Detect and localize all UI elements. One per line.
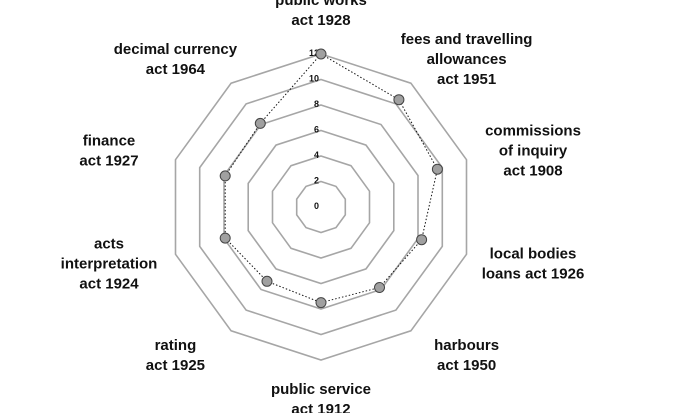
- grid-ring: [295, 180, 347, 234]
- category-label-line: allowances: [427, 51, 507, 68]
- data-point: [219, 170, 231, 182]
- category-label-line: loans act 1926: [482, 266, 585, 283]
- category-label-line: act 1925: [146, 357, 205, 374]
- category-label: decimal currency act 1964: [114, 41, 238, 78]
- data-point: [374, 282, 385, 293]
- data-point: [315, 48, 327, 60]
- category-label: commissions of inquiry act 1908: [485, 122, 581, 179]
- category-label-line: acts: [94, 236, 124, 253]
- category-label-line: commissions: [485, 122, 581, 139]
- radial-tick-label: 10: [309, 74, 319, 84]
- category-label: finance act 1927: [79, 132, 138, 169]
- data-point: [261, 275, 273, 287]
- data-series: [219, 48, 443, 309]
- radial-tick-label: 12: [309, 48, 319, 58]
- category-label: public works act 1928: [275, 0, 367, 29]
- category-label-line: act 1964: [146, 61, 206, 78]
- radial-tick-label: 4: [314, 150, 319, 160]
- category-label-line: act 1924: [79, 276, 139, 293]
- category-label: fees and travelling allowances act 1951: [401, 31, 533, 88]
- category-label-line: act 1927: [79, 152, 138, 169]
- category-label-line: local bodies: [490, 246, 577, 263]
- radial-tick-label: 2: [314, 176, 319, 186]
- category-label-line: harbours: [434, 337, 499, 354]
- category-label-line: act 1912: [291, 401, 350, 413]
- category-label-line: rating: [155, 337, 197, 354]
- category-labels: public works act 1928 fees and travelling a…: [61, 0, 585, 413]
- category-label: local bodies loans act 1926: [482, 246, 585, 283]
- category-label-line: finance: [83, 132, 136, 149]
- radial-tick-label: 6: [314, 125, 319, 135]
- category-label-line: interpretation: [61, 256, 158, 273]
- radial-tick-label: 0: [314, 201, 319, 211]
- data-point: [219, 232, 231, 244]
- category-label-line: of inquiry: [499, 142, 568, 159]
- data-point: [315, 297, 327, 309]
- series-line: [224, 53, 438, 304]
- category-label: acts interpretation act 1924: [61, 236, 158, 293]
- category-label-line: act 1908: [503, 162, 562, 179]
- category-label: harbours act 1950: [434, 337, 499, 374]
- category-label-line: public works: [275, 0, 367, 9]
- data-point: [393, 94, 405, 106]
- data-point: [416, 234, 428, 246]
- category-label-line: act 1928: [291, 12, 350, 29]
- data-point: [254, 117, 266, 129]
- category-label: public service act 1912: [271, 381, 371, 413]
- category-label-line: act 1951: [437, 71, 496, 88]
- category-label-line: decimal currency: [114, 41, 238, 58]
- category-label: rating act 1925: [146, 337, 205, 374]
- data-point: [431, 163, 443, 175]
- category-label-line: act 1950: [437, 357, 496, 374]
- grid-rings: [174, 53, 468, 361]
- category-label-line: public service: [271, 381, 371, 398]
- category-label-line: fees and travelling: [401, 31, 533, 48]
- radial-tick-label: 8: [314, 99, 319, 109]
- radial-tick-labels: 0 2 4 6 8 10 12: [309, 48, 319, 211]
